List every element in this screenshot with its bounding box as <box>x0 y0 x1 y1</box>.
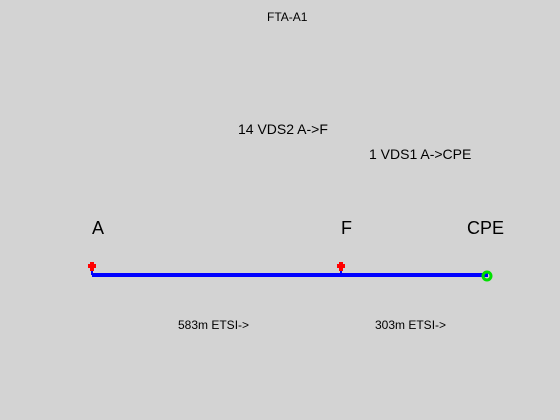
diagram-title: FTA-A1 <box>267 10 308 24</box>
node-marker-a <box>88 262 96 275</box>
segment-label-1: 583m ETSI-> <box>178 318 250 332</box>
node-marker-cpe <box>481 270 493 282</box>
node-label-a: A <box>92 218 105 238</box>
node-label-cpe: CPE <box>467 218 505 238</box>
segment-label-2: 303m ETSI-> <box>375 318 447 332</box>
service-label-1: 14 VDS2 A->F <box>238 121 328 137</box>
service-label-2: 1 VDS1 A->CPE <box>369 146 472 162</box>
node-label-f: F <box>341 218 352 238</box>
node-marker-f <box>337 262 345 275</box>
